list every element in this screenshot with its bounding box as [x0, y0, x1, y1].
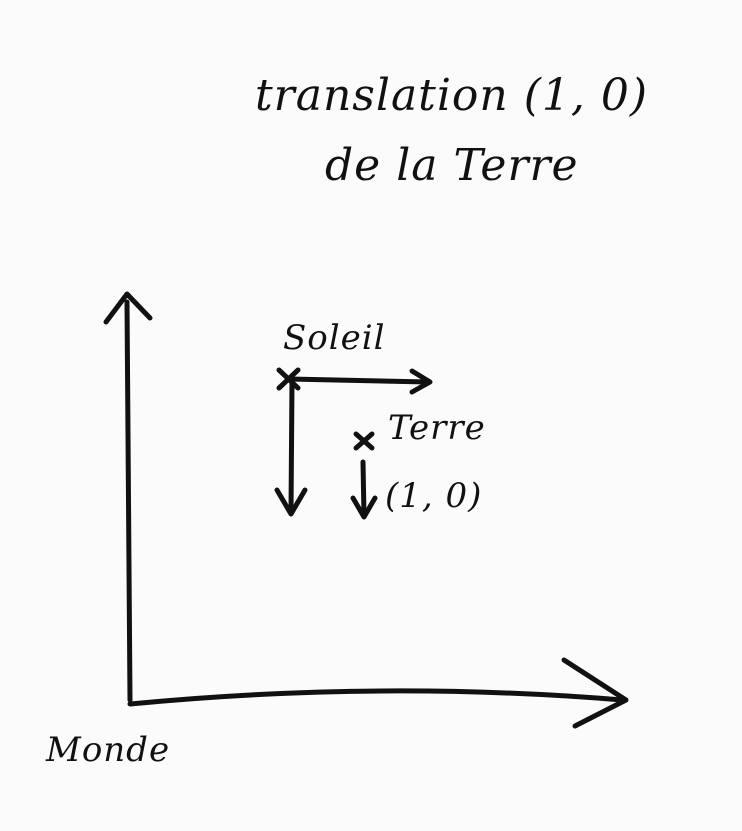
sun-y-arrowhead: [274, 487, 308, 517]
earth-coords-label: (1, 0): [385, 476, 483, 516]
earth-marker-icon: [353, 431, 375, 451]
world-y-axis: [124, 299, 133, 703]
sun-x-arrowhead: [409, 368, 433, 395]
world-x-arrowhead: [561, 657, 629, 729]
earth-translation-arrowhead: [350, 495, 378, 520]
earth-translation-arrow: [360, 459, 367, 519]
world-label: Monde: [46, 730, 171, 770]
earth-label: Terre: [388, 408, 486, 448]
sun-label: Soleil: [283, 318, 386, 358]
title-line-1: translation (1, 0): [255, 70, 649, 121]
sun-x-axis: [286, 376, 431, 385]
sun-y-axis: [288, 378, 295, 515]
world-x-axis: [127, 688, 625, 707]
world-y-arrowhead: [103, 291, 153, 325]
title-line-2: de la Terre: [325, 140, 579, 191]
